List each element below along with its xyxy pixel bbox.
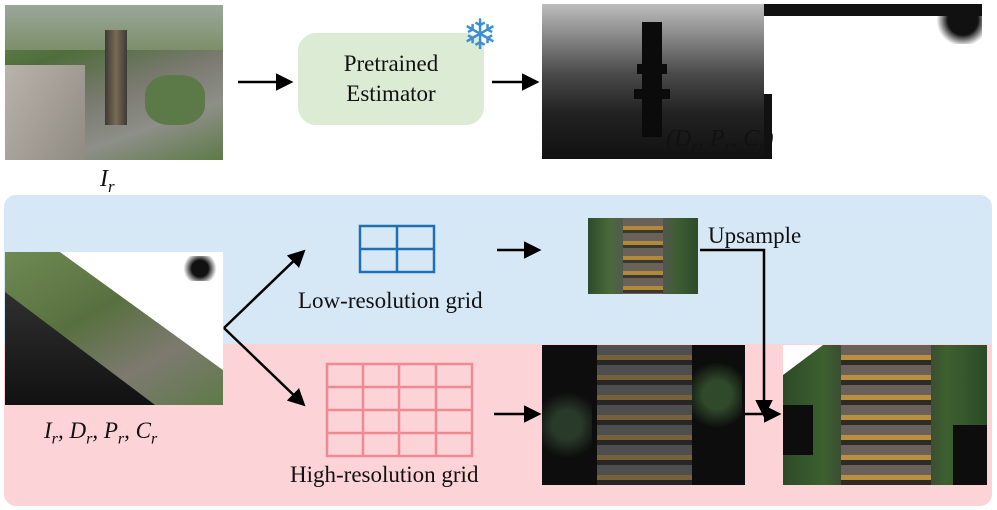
low-resolution-panel-overlap bbox=[4, 330, 992, 344]
confidence-map bbox=[764, 4, 982, 159]
high-resolution-grid-icon bbox=[325, 362, 474, 458]
composite-input bbox=[5, 252, 223, 405]
high-resolution-grid-label: High-resolution grid bbox=[290, 462, 479, 487]
high-resolution-render bbox=[542, 345, 745, 485]
depth-map bbox=[542, 4, 764, 159]
input-photo bbox=[5, 5, 223, 160]
low-resolution-grid-icon bbox=[358, 224, 436, 274]
input-label: Ir bbox=[100, 166, 115, 196]
arrow-upsample bbox=[700, 248, 773, 418]
snowflake-icon: ❄ bbox=[462, 10, 498, 59]
composite-input-label: Ir, Dr, Pr, Cr bbox=[44, 418, 158, 448]
arrow-to-high-grid bbox=[223, 327, 306, 407]
depth-output-label: (Dr, Pr, Cr) bbox=[666, 126, 774, 156]
estimator-line1: Pretrained bbox=[343, 51, 439, 76]
arrow-to-low-grid bbox=[223, 249, 306, 329]
final-output-render bbox=[783, 345, 987, 485]
low-resolution-grid-label: Low-resolution grid bbox=[298, 288, 483, 313]
upsample-label: Upsample bbox=[708, 223, 802, 248]
pretrained-estimator-box: Pretrained Estimator bbox=[298, 33, 484, 125]
estimator-line2: Estimator bbox=[346, 81, 436, 106]
low-resolution-render bbox=[588, 218, 698, 294]
